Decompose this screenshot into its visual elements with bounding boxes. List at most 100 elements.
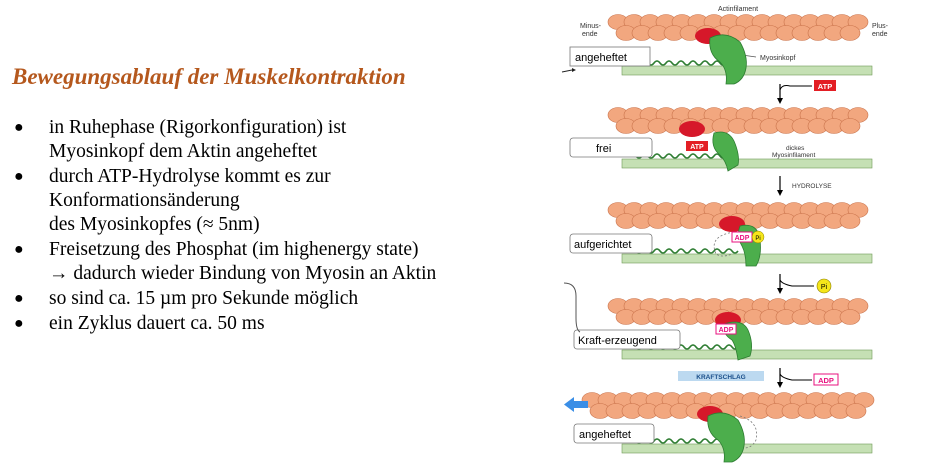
minus-end-line: Minus- (580, 23, 602, 30)
step-arrow-head-icon (777, 288, 783, 294)
entry-arrow-head-icon (572, 68, 576, 72)
bullet-line: Myosinkopf dem Aktin angeheftet (49, 141, 318, 162)
step-arrow-head-icon (777, 382, 783, 388)
atp-on-head (686, 141, 708, 151)
stage-label-4: Kraft-erzeugend (573, 329, 681, 350)
bullet-item: ● so sind ca. 15 µm pro Sekunde möglich (12, 287, 552, 311)
bullet-line: Freisetzung des Phosphat (im highenergy … (49, 239, 419, 260)
bullet-item: ● in Ruhephase (Rigorkonfiguration) ist … (12, 116, 552, 164)
stage-label-text: frei (596, 143, 611, 155)
entry-arrow-icon (561, 69, 573, 73)
phosphate-icon (816, 278, 832, 294)
step-branch (779, 373, 812, 381)
pi-on-head (751, 230, 765, 244)
actin-bead (839, 25, 861, 41)
adp-badge-text: ADP (818, 376, 834, 385)
atp-badge (814, 80, 836, 91)
minus-end-line: ende (582, 31, 598, 38)
stage-brace (563, 282, 581, 333)
hydrolyse-label: HYDROLYSE (792, 183, 832, 190)
step-arrow-head-icon (777, 98, 783, 104)
stage-label-text: angeheftet (579, 429, 631, 441)
previous-head-outline (713, 231, 735, 257)
stage-label-box (569, 233, 653, 254)
phosphate-text: Pi (821, 284, 828, 291)
crossbridge-cycle-diagram: Actinfilament Minus- ende Plus- ende Myo… (561, 6, 890, 463)
bullet-line: ein Zyklus dauert ca. 50 ms (49, 313, 265, 334)
bullet-dot-icon: ● (14, 168, 24, 185)
bullet-line: in Ruhephase (Rigorkonfiguration) ist (49, 117, 347, 138)
step-hydrolysis: HYDROLYSE (777, 176, 832, 196)
adp-on-head (715, 323, 737, 335)
atp-on-head-text: ATP (690, 144, 704, 151)
bullet-list: ● in Ruhephase (Rigorkonfiguration) ist … (12, 116, 552, 337)
atp-badge-text: ATP (818, 82, 832, 91)
step-phosphate-release: Pi (777, 274, 832, 294)
actin-bead (845, 403, 867, 419)
step-arrow-head-icon (777, 190, 783, 196)
stage-label-text: angeheftet (575, 52, 627, 64)
bullet-line: so sind ca. 15 µm pro Sekunde möglich (49, 288, 359, 309)
stage-label-text: aufgerichtet (574, 239, 631, 251)
step-atp-binding: ATP (777, 80, 836, 104)
bullet-item: ● Freisetzung des Phosphat (im highenerg… (12, 238, 552, 286)
bullet-item: ● ein Zyklus dauert ca. 50 ms (12, 312, 552, 336)
thick-filament-line: dickes (786, 145, 805, 152)
stage-row: ADP Pi (607, 202, 873, 267)
stage-label-box (569, 46, 651, 67)
stage-row (607, 14, 873, 85)
stage-label-box (573, 329, 681, 350)
bullet-line: Konformationsänderung (49, 190, 240, 211)
myosin-head (709, 34, 747, 85)
actin-bead (839, 118, 861, 134)
slide-title: Bewegungsablauf der Muskelkontraktion (12, 64, 406, 89)
actin-binding-site (679, 121, 705, 137)
thick-filament-label: dickes Myosinfilament (772, 145, 816, 159)
bullet-item: ● durch ATP-Hydrolyse kommt es zur Konfo… (12, 165, 552, 237)
bullet-line: durch ATP-Hydrolyse kommt es zur (49, 166, 331, 187)
stage-row: ADP (607, 298, 873, 361)
thick-filament-line: Myosinfilament (772, 152, 816, 159)
adp-on-head-text: ADP (719, 327, 734, 334)
stage-label-box (573, 423, 655, 444)
actin-bead (839, 309, 861, 325)
adp-badge (813, 373, 839, 386)
bullet-dot-icon: ● (14, 315, 24, 332)
step-branch (779, 85, 812, 91)
plus-end-line: ende (872, 31, 888, 38)
bullet-dot-icon: ● (14, 119, 24, 136)
kraftschlag-bar (678, 371, 764, 381)
stage-label-2: frei (569, 137, 653, 158)
bullet-line: → dadurch wieder Bindung von Myosin an A… (49, 263, 437, 284)
thick-filament (621, 158, 873, 169)
previous-head-outline (739, 415, 758, 449)
stage-row (581, 392, 875, 463)
stage-label-5: angeheftet (573, 423, 655, 444)
adp-on-head-text: ADP (735, 235, 750, 242)
actin-bead (839, 213, 861, 229)
kraftschlag-label: KRAFTSCHLAG (696, 374, 745, 381)
stage-label-text: Kraft-erzeugend (578, 335, 657, 347)
actin-filament-label: Actinfilament (718, 6, 758, 13)
minus-end-label: Minus- ende (580, 23, 603, 38)
myosin-head (712, 131, 739, 172)
actin-binding-site (719, 216, 745, 232)
bullet-line: des Myosinkopfes (≈ 5nm) (49, 214, 260, 235)
myosin-head-label: Myosinkopf (760, 55, 795, 62)
step-power-stroke: KRAFTSCHLAG ADP (678, 368, 839, 388)
thick-filament (621, 443, 873, 454)
crossbridge-cycle-figure: Actinfilament Minus- ende Plus- ende Myo… (560, 0, 910, 466)
stage-label-3: aufgerichtet (569, 233, 653, 254)
stage-label-box (569, 137, 653, 158)
pi-on-head-text: Pi (755, 236, 760, 242)
bullet-dot-icon: ● (14, 241, 24, 258)
stage-row: ATP (607, 107, 873, 172)
myosin-head (707, 412, 745, 463)
movement-arrow-icon (564, 397, 588, 412)
bullet-dot-icon: ● (14, 290, 24, 307)
stage-label-1: angeheftet (569, 46, 651, 67)
plus-end-line: Plus- (872, 23, 889, 30)
plus-end-label: Plus- ende (872, 23, 890, 38)
step-branch (779, 279, 814, 287)
